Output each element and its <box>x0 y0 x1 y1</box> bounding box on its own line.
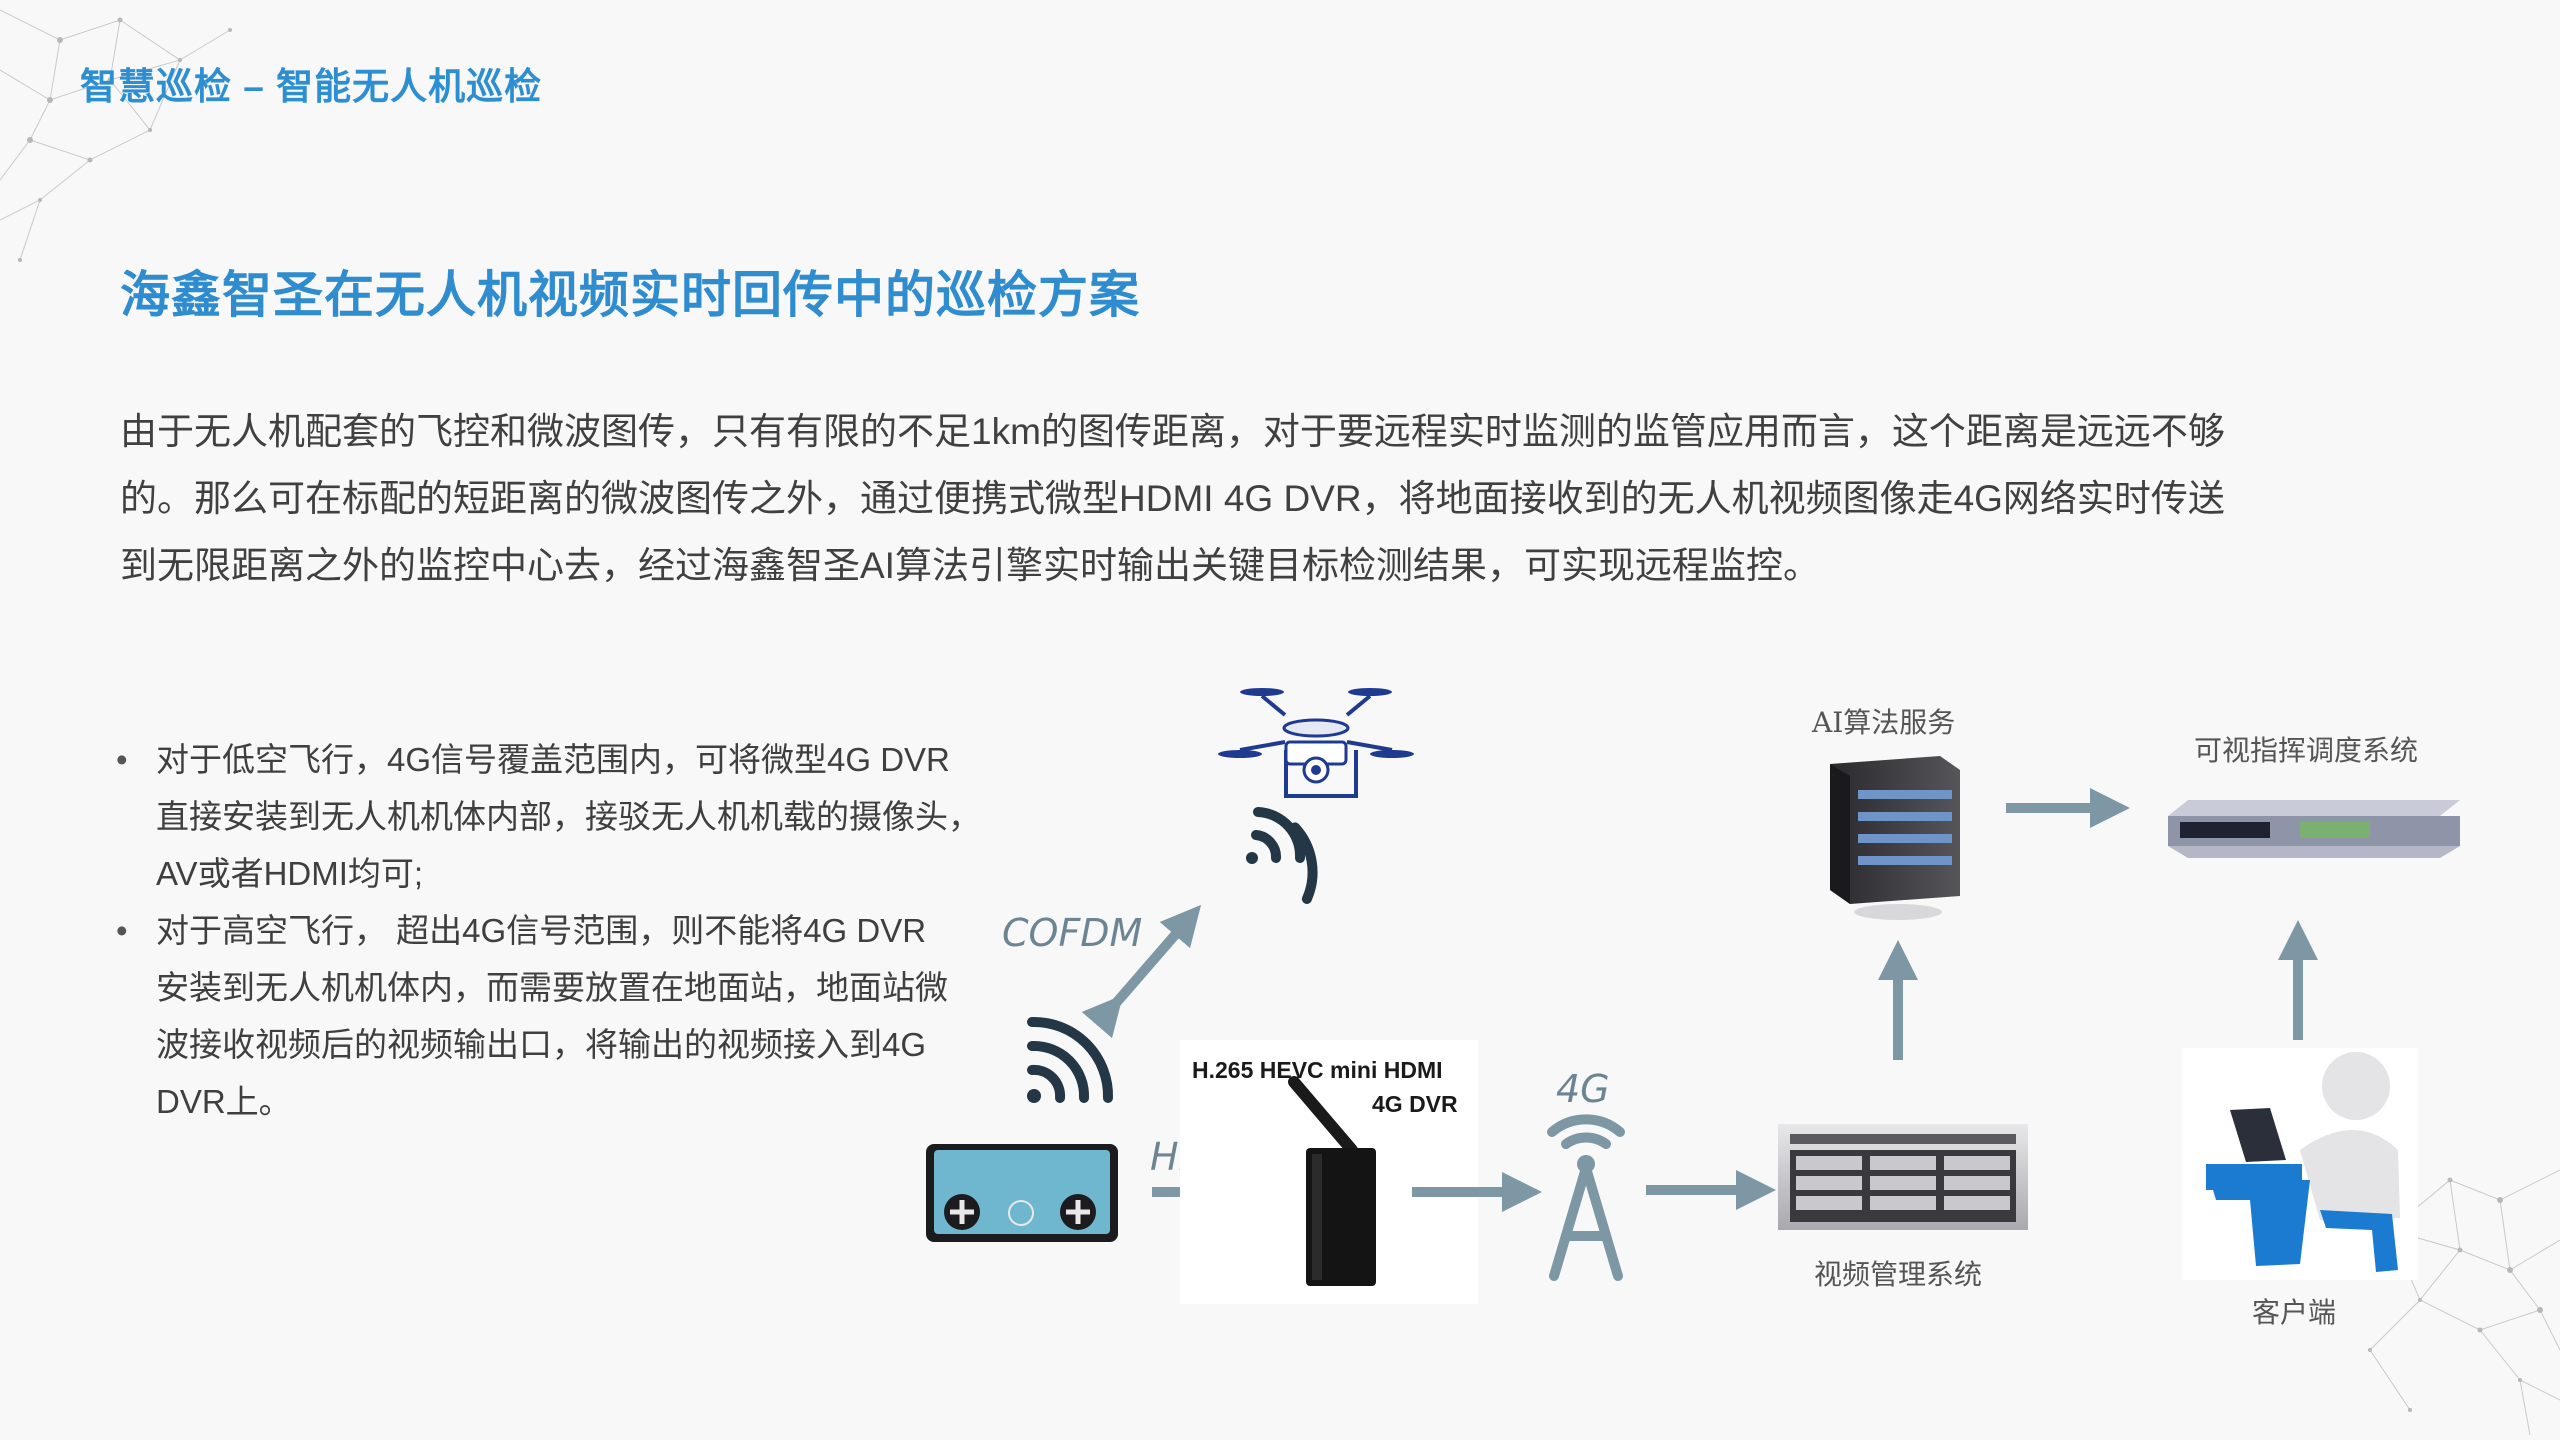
client-label: 客户端 <box>2252 1296 2336 1329</box>
intro-paragraph: 由于无人机配套的飞控和微波图传，只有有限的不足1km的图传距离，对于要远程实时监… <box>120 398 2280 599</box>
bullet-item-high-altitude: 对于高空飞行， 超出4G信号范围，则不能将4G DVR 安装到无人机机体内，而需… <box>112 902 972 1130</box>
4g-label: 4G <box>1556 1067 1610 1111</box>
dvr-type-label: 4G DVR <box>1372 1091 1458 1117</box>
drone-wireless-signal-icon <box>1246 807 1318 904</box>
mini-4g-dvr-device: H.265 HEVC mini HDMI 4G DVR <box>1180 1040 1478 1304</box>
bullet-line: 对于高空飞行， 超出4G信号范围，则不能将4G DVR <box>156 912 927 949</box>
ai-server-icon <box>1830 756 1960 920</box>
ground-wireless-signal-icon <box>1027 1016 1114 1103</box>
command-dispatch-device-icon <box>2168 800 2460 858</box>
bullet-line: 对于低空飞行，4G信号覆盖范围内，可将微型4G DVR <box>156 741 950 778</box>
cofdm-label: COFDM <box>1002 911 1142 955</box>
intro-line: 由于无人机配套的飞控和微波图传，只有有限的不足1km的图传距离，对于要远程实时监… <box>120 411 2225 452</box>
bullet-line: AV或者HDMI均可; <box>156 855 424 892</box>
video-management-server-icon <box>1778 1124 2028 1230</box>
remote-controller-icon <box>926 1144 1118 1242</box>
bullet-list: 对于低空飞行，4G信号覆盖范围内，可将微型4G DVR 直接安装到无人机机体内部… <box>112 731 981 1130</box>
drone-icon <box>1218 688 1414 798</box>
header-title: 智慧巡检 – 智能无人机巡检 <box>80 66 543 107</box>
cofdm-link-arrow <box>1081 904 1202 1039</box>
4g-tower-icon <box>1547 1114 1625 1281</box>
vms-label: 视频管理系统 <box>1814 1258 1982 1291</box>
ai-service-label: AI算法服务 <box>1811 706 1955 739</box>
bullet-line: DVR上。 <box>156 1083 292 1120</box>
client-user-icon <box>2182 1048 2418 1280</box>
command-system-label: 可视指挥调度系统 <box>2194 734 2418 767</box>
bullet-line: 直接安装到无人机机体内部，接驳无人机机载的摄像头， <box>156 798 981 835</box>
intro-line: 到无限距离之外的监控中心去，经过海鑫智圣AI算法引擎实时输出关键目标检测结果，可… <box>120 545 1820 586</box>
intro-line: 的。那么可在标配的短距离的微波图传之外，通过便携式微型HDMI 4G DVR，将… <box>120 478 2225 519</box>
section-title: 海鑫智圣在无人机视频实时回传中的巡检方案 <box>120 267 1140 323</box>
bullet-line: 波接收视频后的视频输出口，将输出的视频接入到4G <box>156 1026 927 1063</box>
dvr-model-label: H.265 HEVC mini HDMI <box>1192 1057 1443 1083</box>
bullet-item-low-altitude: 对于低空飞行，4G信号覆盖范围内，可将微型4G DVR 直接安装到无人机机体内部… <box>112 731 981 902</box>
bullet-line: 安装到无人机机体内，而需要放置在地面站，地面站微 <box>156 969 948 1006</box>
